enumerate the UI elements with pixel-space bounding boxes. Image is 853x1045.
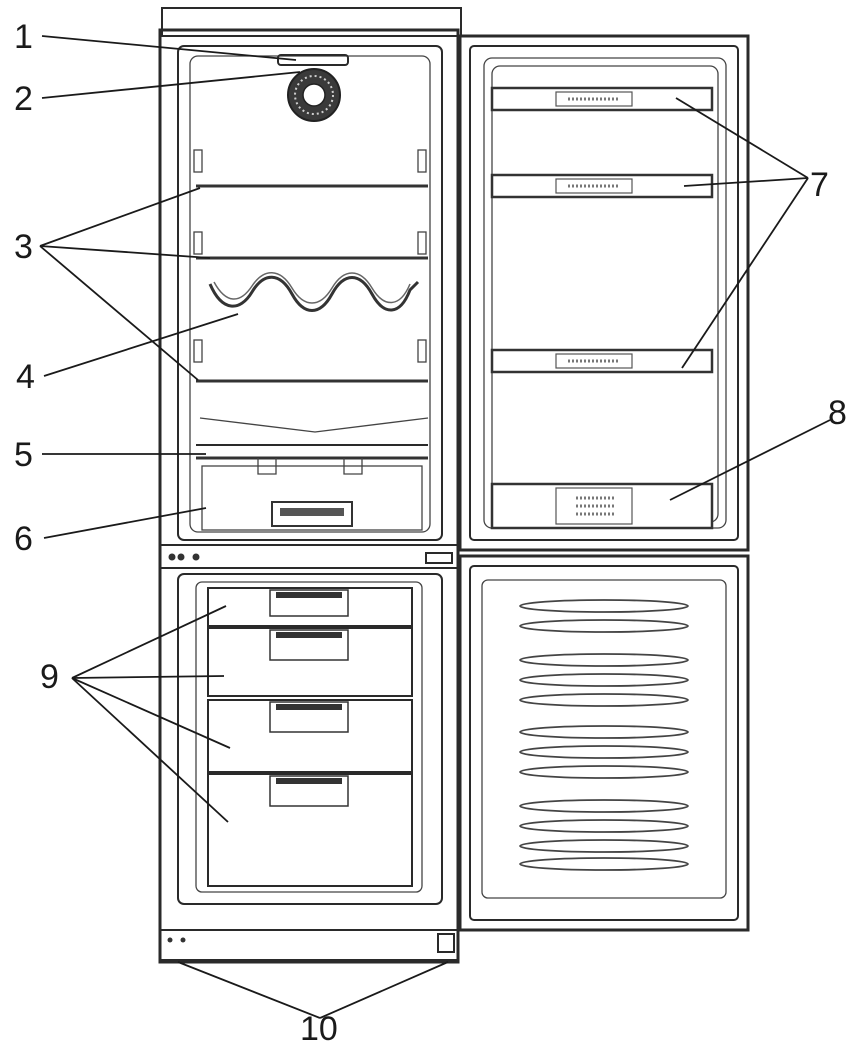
leader-9b [71,675,225,679]
callout-4: 4 [16,358,35,396]
freezer-drawer-4-grip [276,778,342,784]
leader-7c [681,177,809,369]
freezer-door [458,554,750,932]
shelf-rails [193,149,427,363]
leader-3a [39,187,201,247]
leader-4 [43,313,239,377]
leader-3c [39,245,199,381]
top-trim [161,7,462,37]
callout-7: 7 [810,166,829,204]
fridge-door-liner [483,57,727,529]
crisper-handle-slot [280,508,344,516]
callout-2: 2 [14,80,33,118]
callout-6: 6 [14,520,33,558]
door-balcony-1 [490,86,714,112]
thermostat-dial-center [302,83,326,107]
leader-9d [71,677,229,823]
freezer-drawer-2-grip [276,632,342,638]
leader-lines [39,35,831,1019]
control-dot-2 [177,553,185,561]
leader-7b [683,177,809,187]
door-balcony-2 [490,173,714,199]
freezer-door-frame [469,565,739,921]
door-balcony-3 [490,348,714,374]
fridge-liner [189,55,431,533]
wine-rack [208,275,420,312]
fridge-compartment [177,45,443,541]
fridge-interior [193,54,429,531]
hinge-middle [425,552,453,564]
freezer-door-ridges [519,599,689,871]
fridge-door [458,34,750,552]
cabinet-body [158,28,460,964]
fridge-door-inner [491,65,719,523]
callout-5: 5 [14,436,33,474]
leader-2 [41,71,301,99]
freezer-drawer-4 [207,773,413,887]
callout-1: 1 [14,18,33,56]
cabinet-base [159,929,459,961]
base-screw-right [180,937,186,943]
leader-10a [177,961,321,1019]
leader-7a [675,97,809,179]
freezer-drawer-1 [207,587,413,627]
callout-9: 9 [40,658,59,696]
base-screw-left [167,937,173,943]
cabinet [158,7,462,964]
freezer-drawer-1-grip [276,592,342,598]
callout-8: 8 [828,394,847,432]
freezer-compartment [177,573,443,905]
fridge-door-outer [458,34,750,552]
freezer-liner [195,581,423,893]
hinge-bottom [437,933,455,953]
freezer-door-liner [481,579,727,899]
leader-8 [669,419,831,501]
crisper-cover [199,417,429,433]
interior-light [277,54,349,66]
thermostat-dial-ring [294,75,334,115]
leader-9a [71,605,227,679]
crisper-drawer [201,465,423,531]
freezer-door-outer [458,554,750,932]
wine-rack-inner [213,272,411,304]
bottle-balcony [490,482,714,530]
control-dot-1 [168,553,176,561]
callout-labels: 1 2 3 4 5 6 7 8 9 10 [14,18,847,1045]
freezer-drawers [207,587,413,887]
freezer-drawer-3 [207,699,413,773]
control-dot-3 [192,553,200,561]
leader-10b [319,961,449,1019]
leader-1 [41,35,297,61]
leader-3b [39,245,211,259]
fridge-door-frame [469,45,739,541]
callout-3: 3 [14,228,33,266]
callout-10: 10 [300,1010,338,1045]
leader-6 [43,507,207,539]
freezer-drawer-2 [207,627,413,697]
freezer-drawer-3-grip [276,704,342,710]
leader-9c [71,677,231,749]
